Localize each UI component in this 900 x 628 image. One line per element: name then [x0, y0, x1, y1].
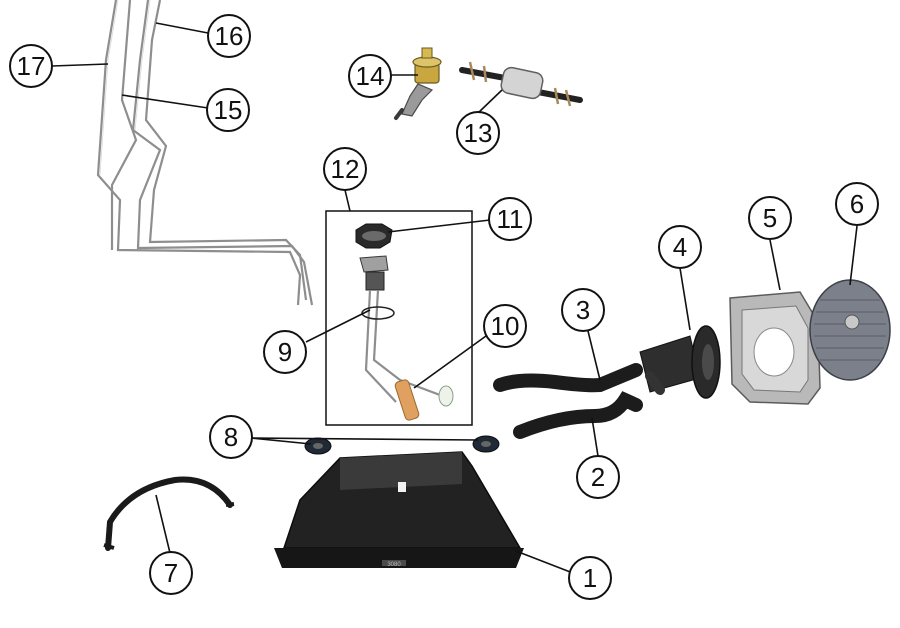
- skid-plate: 3080: [274, 451, 524, 568]
- fuel-cap: [809, 279, 891, 381]
- tank-strap: [103, 476, 235, 551]
- inline-fuel-filter: [459, 61, 583, 107]
- callout-6-label: 6: [850, 189, 864, 219]
- callout-13-label: 13: [464, 118, 493, 148]
- callout-2: 2: [576, 455, 620, 499]
- callout-14: 14: [348, 54, 392, 98]
- callout-5: 5: [748, 196, 792, 240]
- callout-7-label: 7: [164, 558, 178, 588]
- filler-housing: [729, 291, 821, 405]
- skid-plate-stamp: 3080: [387, 562, 401, 568]
- callout-10: 10: [483, 304, 527, 348]
- callout-8: 8: [209, 415, 253, 459]
- callout-13: 13: [456, 111, 500, 155]
- lower-filler-hose: [513, 391, 643, 439]
- callout-9-label: 9: [278, 337, 292, 367]
- callout-14-label: 14: [356, 61, 385, 91]
- sending-unit-frame: [325, 210, 473, 426]
- callout-17-label: 17: [17, 51, 46, 81]
- callout-6: 6: [835, 182, 879, 226]
- callout-4: 4: [658, 225, 702, 269]
- grommets: [304, 435, 500, 455]
- callout-1-label: 1: [583, 563, 597, 593]
- callout-16-label: 16: [215, 21, 244, 51]
- callout-11-label: 11: [497, 204, 524, 234]
- fuel-lines: [96, 0, 314, 306]
- upper-filler-hose: [493, 363, 643, 393]
- callout-15: 15: [206, 88, 250, 132]
- callout-5-label: 5: [763, 203, 777, 233]
- callout-4-label: 4: [673, 232, 687, 262]
- lock-ring: [355, 223, 393, 249]
- callout-9: 9: [263, 330, 307, 374]
- callout-17: 17: [9, 44, 53, 88]
- callout-3-label: 3: [576, 295, 590, 325]
- callout-1: 1: [568, 556, 612, 600]
- callout-3: 3: [561, 288, 605, 332]
- callout-15-label: 15: [214, 95, 243, 125]
- callout-12: 12: [323, 147, 367, 191]
- callout-8-label: 8: [224, 422, 238, 452]
- callout-11: 11: [488, 197, 532, 241]
- callout-2-label: 2: [591, 462, 605, 492]
- fuel-pump: [394, 47, 442, 120]
- filler-neck: [639, 325, 721, 399]
- callout-16: 16: [207, 14, 251, 58]
- callout-10-label: 10: [491, 311, 520, 341]
- callout-12-label: 12: [331, 154, 360, 184]
- leader-lines: [51, 22, 858, 576]
- sending-unit: [359, 255, 454, 421]
- callout-7: 7: [149, 551, 193, 595]
